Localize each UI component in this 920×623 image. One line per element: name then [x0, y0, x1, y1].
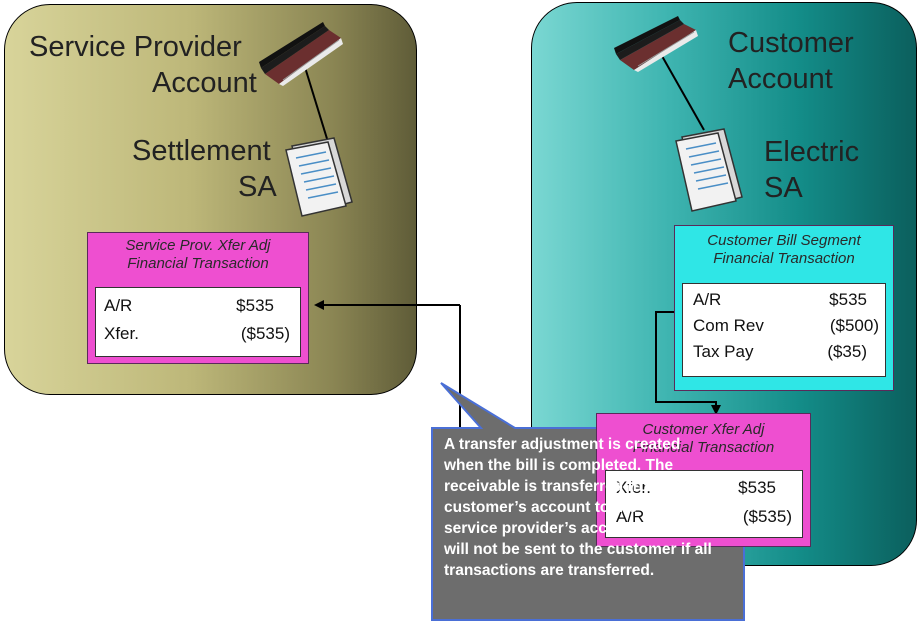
callout-line: customer’s account to the billing [444, 499, 687, 516]
ft-entry-amount: ($500) [829, 316, 879, 335]
callout-line: service provider’s account. The bill [444, 520, 704, 537]
callout-line: receivable is transferred from the [444, 478, 690, 495]
sp-account-label-line1: Service Provider [29, 31, 242, 63]
ft-title-line1: Customer Bill Segment [707, 232, 861, 249]
ft-title-line2: Financial Transaction [713, 250, 855, 267]
ft-entry-amount: ($35) [827, 342, 867, 361]
callout-line: transactions are transferred. [444, 562, 655, 579]
account-book-icon [259, 22, 343, 86]
customer-account-label-line2: Account [728, 63, 833, 95]
ft-title-line1: Customer Xfer Adj [642, 421, 765, 438]
sp-account-label-line2: Account [152, 67, 257, 99]
ft-entries: A/R $535 Com Rev ($500) Tax Pay ($35) [682, 283, 886, 377]
sp-sa-label-line2: SA [238, 171, 277, 203]
document-stack-icon [675, 128, 743, 212]
sp-sa-label-line1: Settlement [132, 135, 271, 167]
ft-entry-amount: $535 [236, 296, 274, 315]
callout-line: will not be sent to the customer if all [444, 541, 712, 558]
ft-entry-amount: $535 [829, 290, 867, 309]
ft-entry-label: A/R [693, 290, 722, 309]
document-stack-icon [285, 137, 353, 217]
ft-title-line2: Financial Transaction [127, 255, 269, 272]
sp-account-sa-link [303, 63, 329, 143]
ft-entry-amount: $535 [738, 478, 776, 497]
customer-xfer-adj-ft: Customer Xfer Adj Financial Transaction … [596, 413, 811, 547]
customer-sa-label-line2: SA [764, 172, 803, 204]
account-book-icon [614, 16, 698, 72]
customer-account-label-line1: Customer [728, 27, 854, 59]
bill-segment-to-xfer-arrow [655, 311, 721, 415]
ft-entry-label: Tax Pay [693, 342, 754, 361]
callout-line: when the bill is completed. The [444, 457, 674, 474]
callout-line: A transfer adjustment is created [444, 436, 681, 453]
ft-entry-amount: ($535) [240, 324, 290, 343]
ft-entry-label: Com Rev [693, 316, 764, 335]
ft-title-line2: Financial Transaction [632, 439, 775, 456]
callout-text: A transfer adjustment is created when th… [444, 434, 742, 581]
customer-sa-label-line1: Electric [764, 136, 860, 168]
ft-entry-label: A/R [616, 507, 645, 526]
ft-entries: A/R $535 Xfer. ($535) [95, 287, 301, 357]
customer-account-sa-link [661, 55, 705, 131]
service-prov-xfer-adj-ft: Service Prov. Xfer Adj Financial Transac… [87, 232, 309, 364]
ft-entry-label: A/R [104, 296, 133, 315]
ft-entry-label: Xfer. [104, 324, 139, 343]
ft-entry-label: Xfer. [616, 478, 651, 497]
ft-entry-amount: ($535) [742, 507, 792, 526]
customer-bill-segment-ft: Customer Bill Segment Financial Transact… [674, 225, 894, 391]
ft-title-line1: Service Prov. Xfer Adj [125, 237, 271, 254]
ft-entries: Xfer. $535 A/R ($535) [605, 470, 803, 538]
